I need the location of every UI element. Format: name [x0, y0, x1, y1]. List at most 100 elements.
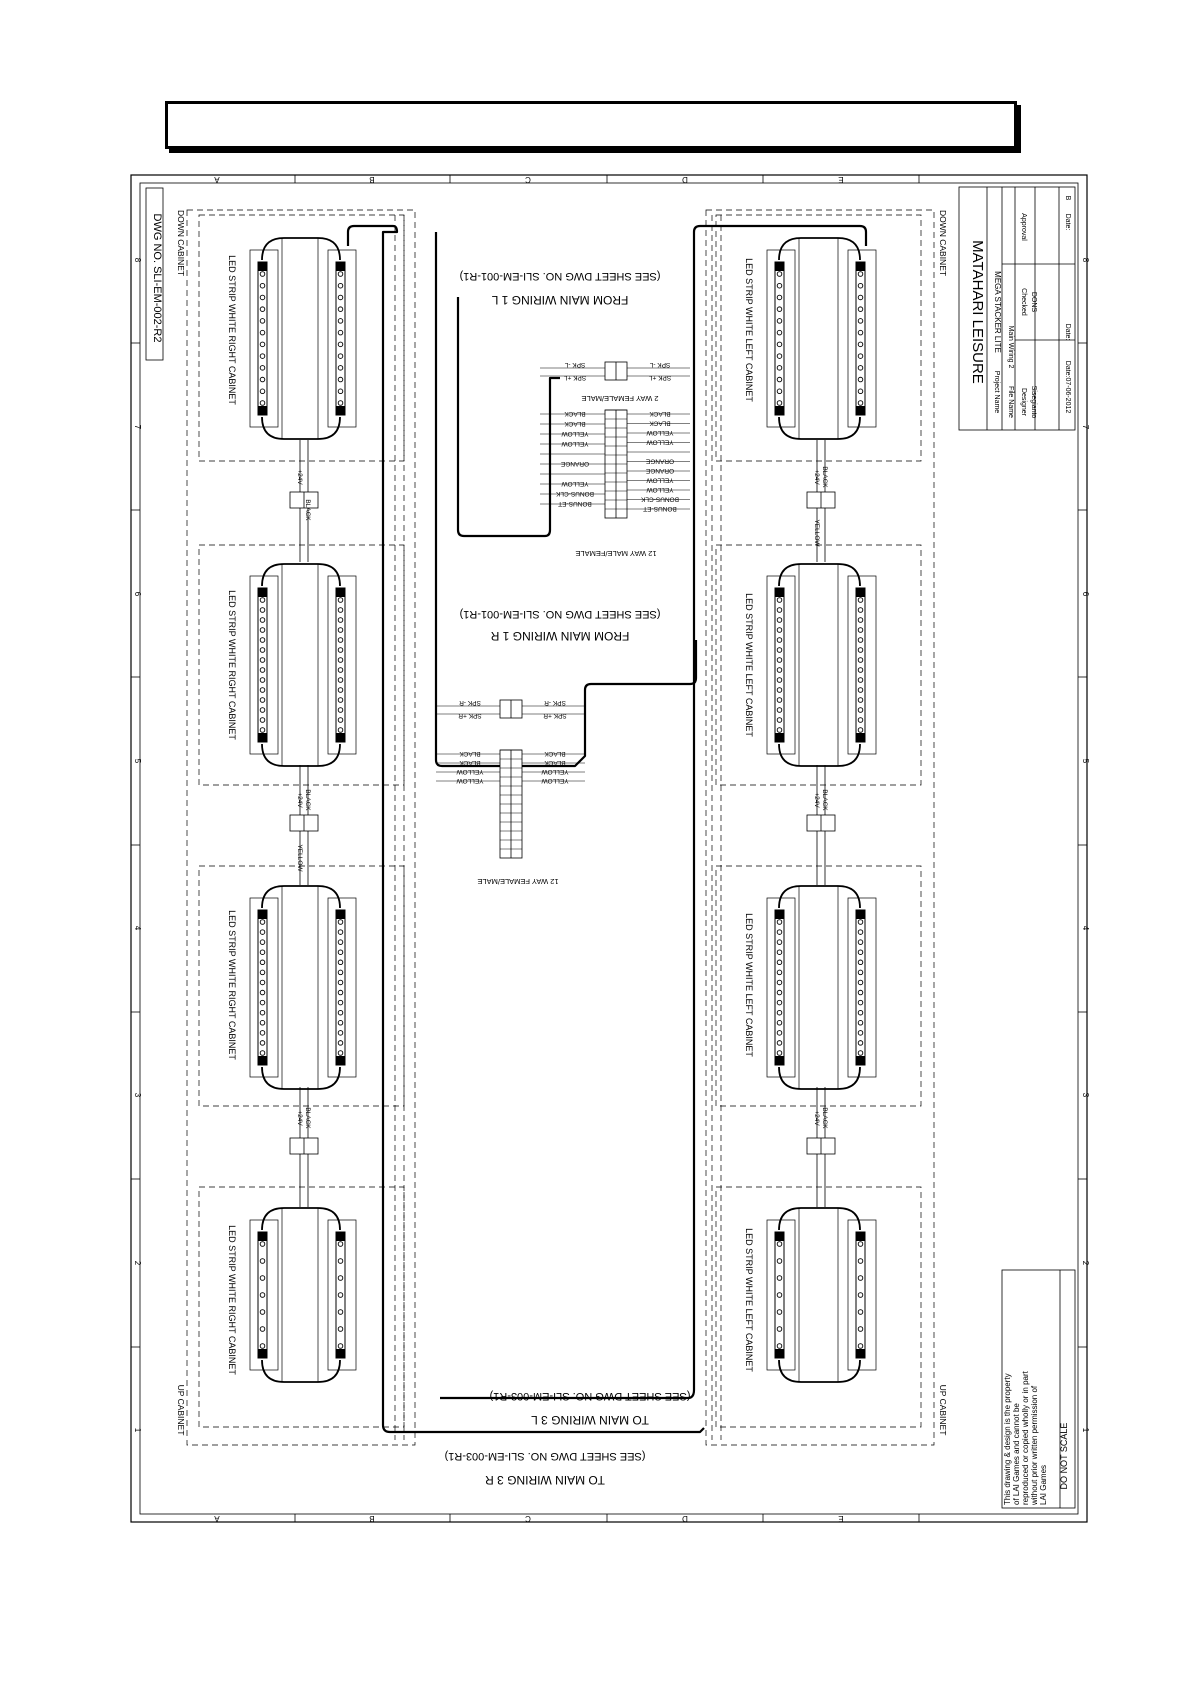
led-dot — [259, 989, 266, 996]
led-dot — [337, 318, 344, 324]
led-dot — [337, 294, 344, 301]
company-name: MATAHARI LEISURE — [969, 240, 986, 384]
led-dot — [259, 707, 266, 713]
led-dot — [337, 1343, 344, 1349]
strip-wire-bottom — [778, 743, 861, 767]
led-dot — [857, 617, 864, 623]
dwg-number-box — [145, 187, 164, 361]
zone-number-right-4: 4 — [1081, 926, 1090, 931]
led-dot — [337, 353, 344, 359]
led-strip-module-right-1 — [249, 237, 357, 440]
file-name: Main Wiring 2 — [1007, 326, 1014, 369]
led-dot — [776, 727, 783, 733]
led-dot — [337, 627, 344, 633]
led-dot — [776, 353, 783, 359]
ref-see-001-b: (SEE SHEET DWG NO. SLI-EM-001-R1) — [460, 608, 661, 620]
led-dot — [857, 969, 864, 976]
led-bar-end-cap — [258, 1232, 267, 1241]
connector-wire-label-right: YELLOW — [646, 477, 674, 484]
strip-frame — [847, 897, 877, 1078]
date-left: Date:07-06-2012 — [1064, 361, 1071, 414]
led-dot — [776, 329, 783, 336]
led-dot — [259, 687, 266, 693]
led-dot — [857, 1326, 864, 1332]
strip-label-left-1: LED STRIP WHITE LEFT CABINET — [744, 258, 754, 402]
connector-wire-label-left: BONUS-ET — [558, 500, 592, 507]
zone-number-left-2: 2 — [133, 1261, 142, 1266]
zone-number-left-3: 3 — [133, 1093, 142, 1098]
led-dot — [857, 919, 864, 925]
led-dot — [776, 1050, 783, 1056]
led-bar-end-cap — [775, 910, 784, 919]
do-not-scale: DO NOT SCALE — [1059, 1423, 1069, 1490]
led-bar-end-cap — [336, 1056, 345, 1065]
zone-letter-top-a: A — [214, 175, 220, 184]
led-strip-module-left-2 — [766, 563, 877, 767]
led-dot — [259, 677, 266, 683]
led-dot — [776, 1241, 783, 1247]
led-strip-module-left-3 — [766, 885, 877, 1090]
led-dot — [857, 929, 864, 935]
led-dot — [776, 989, 783, 996]
led-dot — [776, 341, 783, 348]
led-dot — [337, 341, 344, 348]
led-dot — [857, 717, 864, 723]
led-dot — [337, 1275, 344, 1281]
led-dot — [857, 1030, 864, 1036]
led-dot — [337, 999, 344, 1006]
led-dot — [259, 617, 266, 623]
led-dot — [337, 637, 344, 643]
led-dot — [776, 376, 783, 383]
led-dot — [337, 607, 344, 613]
led-dot — [857, 647, 864, 653]
led-dot — [776, 1040, 783, 1046]
led-dot — [776, 677, 783, 683]
led-dot — [857, 1309, 864, 1315]
led-dot — [776, 707, 783, 713]
led-dot — [337, 939, 344, 945]
led-bar-end-cap — [258, 588, 267, 597]
led-dot — [776, 687, 783, 693]
led-bar-end-cap — [775, 1232, 784, 1241]
led-dot — [857, 1343, 864, 1349]
connector-wire-label-left: BLACK — [564, 420, 586, 427]
connector-label-spk-r-plus: SPK +R — [458, 712, 482, 719]
led-dot — [337, 1030, 344, 1036]
right-cabinet-outline — [186, 209, 416, 1446]
led-dot — [776, 365, 783, 371]
led-bar-end-cap — [856, 262, 865, 271]
led-dot — [857, 707, 864, 713]
module-link-3 — [289, 1087, 319, 1207]
led-dot — [337, 400, 344, 406]
designer-label: Designer — [1020, 388, 1027, 417]
zone-number-right-5: 5 — [1081, 759, 1090, 764]
led-dot — [337, 959, 344, 966]
strip-wire-top — [778, 885, 861, 909]
led-dot — [857, 727, 864, 733]
led-dot — [337, 687, 344, 693]
led-dot — [259, 929, 266, 935]
designer-name: Sisegianto — [1030, 386, 1037, 419]
led-dot — [259, 353, 266, 359]
led-dot — [776, 1292, 783, 1298]
led-dot — [337, 1292, 344, 1298]
strip-wire-bottom — [261, 416, 341, 440]
left-cabinet-section-2 — [715, 544, 922, 786]
led-dot — [776, 1030, 783, 1036]
zone-number-right-7: 7 — [1081, 425, 1090, 430]
cable-to-main-3l — [440, 224, 868, 1400]
project-name-label: Project Name — [993, 371, 1000, 414]
cable-from-main-1r — [434, 232, 698, 768]
led-dot — [259, 1009, 266, 1016]
led-bar-end-cap — [775, 1349, 784, 1358]
strip-label-right-2: LED STRIP WHITE RIGHT CABINET — [227, 590, 237, 740]
zone-number-left-4: 4 — [133, 926, 142, 931]
led-dot — [259, 294, 266, 301]
wire-yellow-left-1: YELLOW — [813, 519, 820, 547]
led-dot — [337, 979, 344, 986]
strip-wire-bottom — [778, 1359, 861, 1383]
zone-ticks — [131, 175, 1087, 1522]
led-dot — [259, 376, 266, 383]
